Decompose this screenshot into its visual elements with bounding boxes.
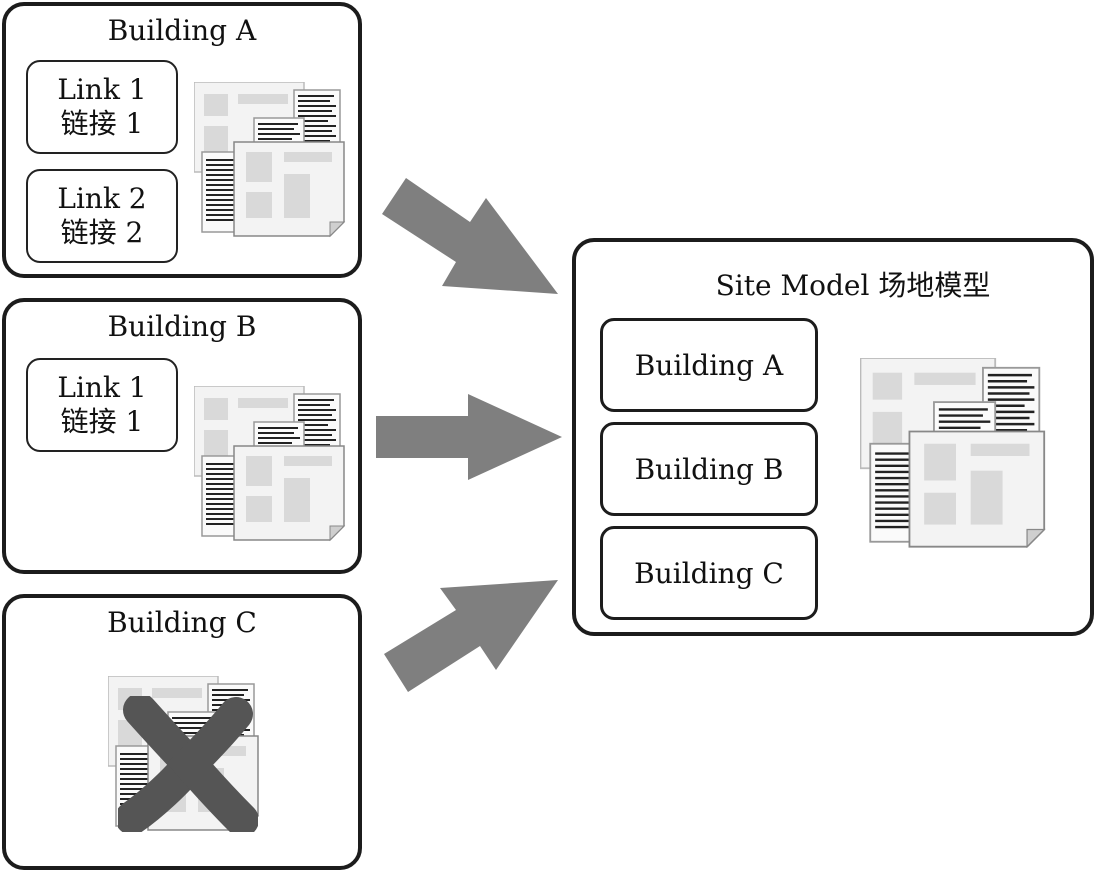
- site-building-a: Building A: [600, 318, 818, 412]
- link-label-en: Link 1: [57, 371, 147, 404]
- building-c-title: Building C: [107, 606, 257, 639]
- building-c-panel: Building C: [2, 594, 362, 870]
- building-b-link-1: Link 1 链接 1: [26, 358, 178, 452]
- link-label-zh: 链接 1: [60, 107, 144, 140]
- building-a-link-2: Link 2 链接 2: [26, 169, 178, 263]
- site-model-title: Site Model 场地模型: [715, 269, 991, 302]
- cross-icon: [118, 696, 258, 832]
- arrow-right-icon: [384, 580, 558, 692]
- arrow-right-icon: [376, 394, 562, 480]
- link-label-en: Link 1: [57, 73, 147, 106]
- link-label-en: Link 2: [57, 182, 147, 215]
- building-b-title: Building B: [107, 310, 257, 343]
- site-model-panel: Site Model 场地模型 Building A Building B Bu…: [572, 238, 1094, 636]
- site-building-c: Building C: [600, 526, 818, 620]
- arrow-right-icon: [382, 178, 558, 294]
- building-a-panel: Building A Link 1 链接 1 Link 2 链接 2: [2, 2, 362, 278]
- building-a-link-1: Link 1 链接 1: [26, 60, 178, 154]
- link-label-zh: 链接 1: [60, 405, 144, 438]
- link-label-zh: 链接 2: [60, 216, 144, 249]
- building-a-title: Building A: [107, 14, 257, 47]
- site-building-b: Building B: [600, 422, 818, 516]
- building-b-panel: Building B Link 1 链接 1: [2, 298, 362, 574]
